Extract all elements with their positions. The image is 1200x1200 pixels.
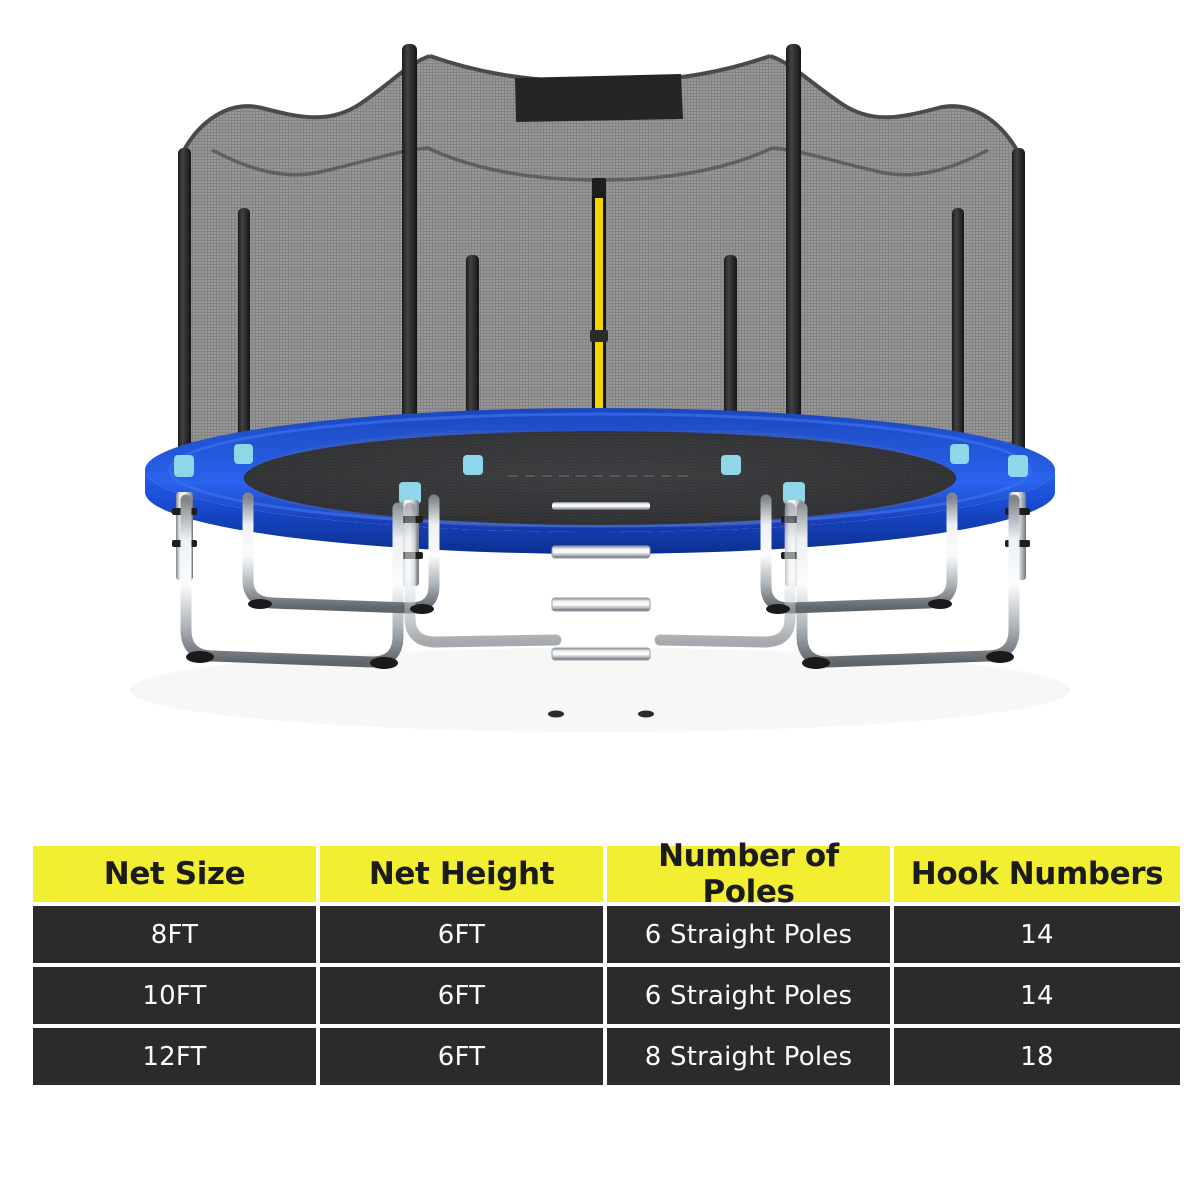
ground-shadow (130, 648, 1070, 732)
ladder-step-1 (551, 545, 651, 559)
ladder-foot-right (638, 710, 654, 718)
ladder-foot-left (548, 710, 564, 718)
chrome-3-step-ladder (548, 501, 654, 718)
cell-net-size: 12FT (33, 1028, 316, 1085)
product-image (130, 44, 1070, 732)
pole-2 (238, 208, 250, 470)
cell-hook-numbers: 14 (894, 967, 1180, 1024)
pole-8 (1012, 148, 1025, 478)
leg-right-center (654, 502, 796, 648)
pole-6 (786, 44, 801, 486)
header-cell-number-of-poles: Number of Poles (607, 838, 890, 910)
table-row: 12FT 6FT 8 Straight Poles 18 (33, 1028, 1180, 1085)
chrome-u-shaped-legs (180, 492, 1020, 668)
cell-hook-numbers: 14 (894, 906, 1180, 963)
table-row: 8FT 6FT 6 Straight Poles 14 (33, 906, 1180, 963)
ladder-step-2 (551, 597, 651, 612)
leg-far-left (180, 494, 404, 668)
zipper-slider (590, 330, 608, 342)
pole-1 (178, 148, 191, 478)
header-cell-hook-numbers: Hook Numbers (894, 846, 1180, 902)
blue-frame-pad-side (145, 470, 1055, 554)
pole-7 (952, 208, 964, 470)
cell-net-height: 6FT (320, 1028, 603, 1085)
pole-3 (402, 44, 417, 486)
cell-net-height: 6FT (320, 906, 603, 963)
cell-net-size: 10FT (33, 967, 316, 1024)
ladder-step-3 (551, 647, 651, 661)
rear-leg-stubs (296, 501, 904, 608)
black-rubber-feet (186, 599, 1014, 669)
leg-left-center (404, 502, 562, 648)
cell-number-of-poles: 6 Straight Poles (607, 967, 890, 1024)
leg-left (242, 492, 440, 614)
cell-number-of-poles: 6 Straight Poles (607, 906, 890, 963)
cell-hook-numbers: 18 (894, 1028, 1180, 1085)
table-header-row: Net Size Net Height Number of Poles Hook… (33, 838, 1180, 910)
table-row: 10FT 6FT 6 Straight Poles 14 (33, 967, 1180, 1024)
cell-net-size: 8FT (33, 906, 316, 963)
cell-net-height: 6FT (320, 967, 603, 1024)
light-blue-pole-caps (174, 444, 1028, 504)
black-enclosure-poles (178, 44, 1025, 486)
net-top-hem-right (769, 54, 1020, 153)
specification-table: Net Size Net Height Number of Poles Hook… (33, 838, 1180, 1089)
net-top-hem-left (181, 54, 431, 153)
leg-far-right (796, 494, 1020, 668)
trampoline-frame-assembly (145, 408, 1055, 554)
ladder-top-bar (552, 502, 650, 510)
black-label-patch (515, 74, 683, 122)
header-cell-net-size: Net Size (33, 846, 316, 902)
leg-right (760, 492, 958, 614)
cell-number-of-poles: 8 Straight Poles (607, 1028, 890, 1085)
header-cell-net-height: Net Height (320, 846, 603, 902)
